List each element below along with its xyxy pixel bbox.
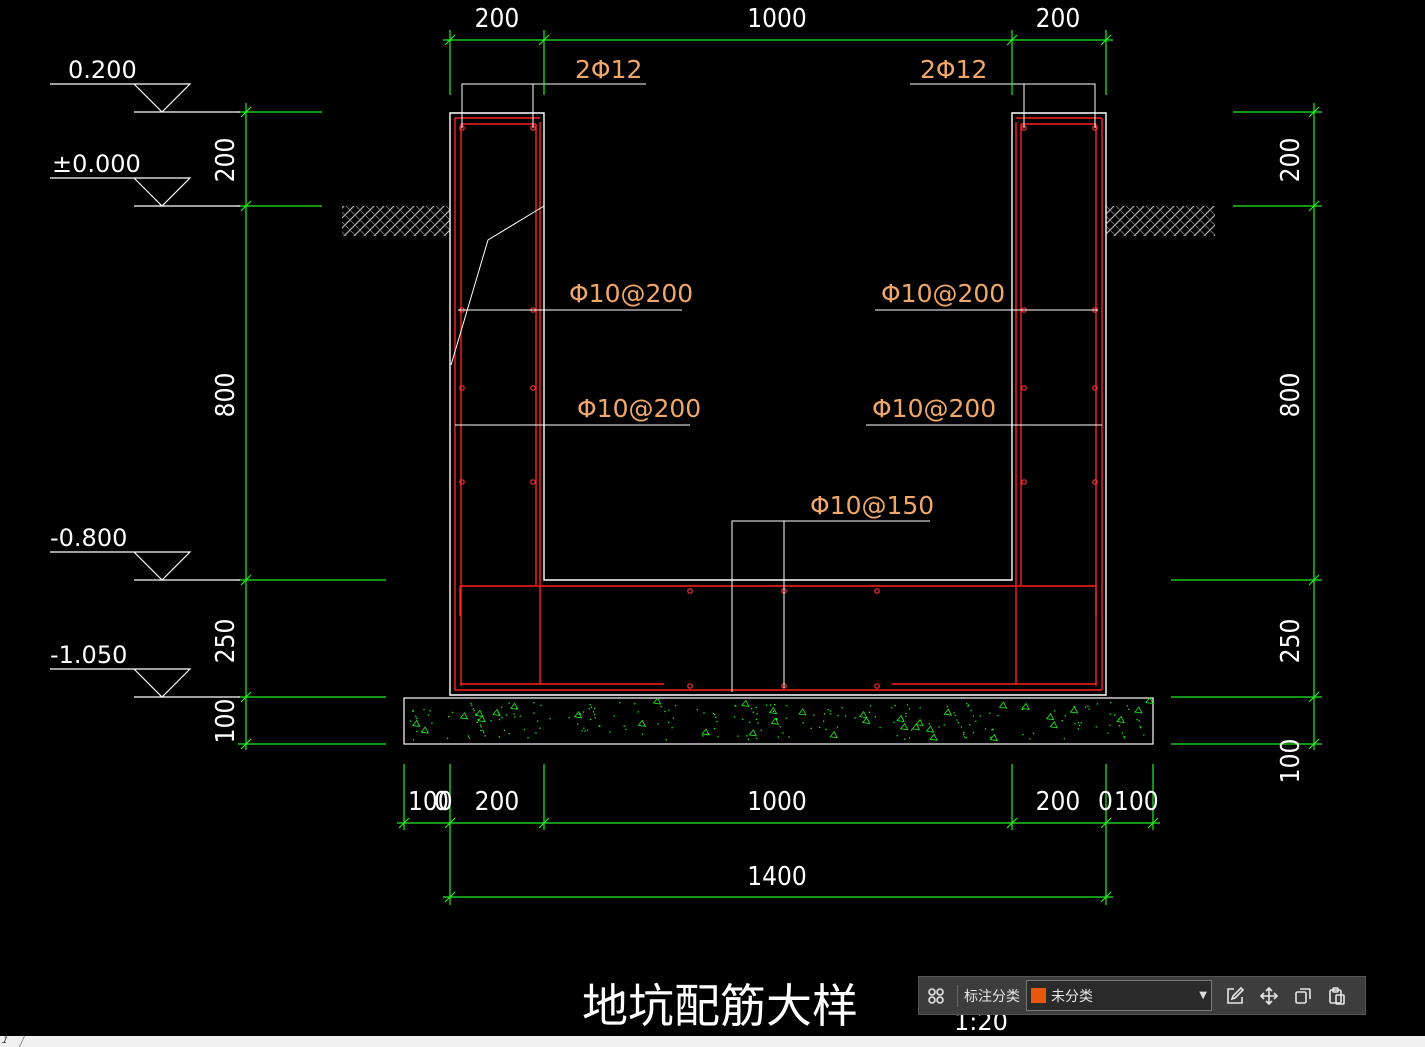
edit-icon[interactable]: [1218, 977, 1252, 1014]
toolbar-separator: [957, 984, 958, 1007]
dim-bottom-3: 200: [475, 787, 520, 817]
annotation-toolbar: 标注分类 未分类 ▼: [918, 976, 1366, 1015]
dim-top-3: 200: [1036, 4, 1081, 34]
concrete-bedding[interactable]: [403, 697, 1154, 745]
dim-bottom-7: 100: [1114, 787, 1159, 817]
rebar-lines[interactable]: [454, 117, 1103, 691]
dim-bottom-2: 0: [434, 787, 449, 817]
dim-right-4: 100: [1276, 739, 1306, 784]
dim-right-1: 200: [1276, 138, 1306, 183]
level-markers: [50, 83, 240, 698]
category-label: 标注分类: [964, 988, 1020, 1005]
rebar-label-wall-right-1[interactable]: Φ10@200: [881, 279, 1005, 308]
dimension-lines: [238, 30, 1322, 905]
layout-tab-strip: 1: [0, 1036, 1425, 1047]
level-label-4: -1.050: [50, 641, 127, 669]
rebar-label-top-right[interactable]: 2Φ12: [920, 55, 987, 84]
dim-left-4: 100: [211, 699, 241, 744]
rebar-label-wall-left-2[interactable]: Φ10@200: [577, 394, 701, 423]
dim-bottom-1: 100: [408, 787, 453, 817]
chevron-down-icon: ▼: [1199, 990, 1207, 1001]
dim-bottom-6: 0: [1098, 787, 1113, 817]
paste-icon[interactable]: [1320, 977, 1354, 1014]
dim-right-2: 800: [1276, 373, 1306, 418]
layout-tab[interactable]: 1: [0, 1036, 25, 1047]
level-label-1: 0.200: [68, 56, 137, 84]
dim-left-1: 200: [211, 138, 241, 183]
rebar-dots: [459, 125, 1098, 689]
layout-tab-label: 1: [0, 1036, 10, 1046]
drawing-title: 地坑配筋大样: [582, 979, 858, 1033]
soil-hatch-right: [1106, 206, 1215, 236]
dim-top-2: 1000: [747, 4, 807, 34]
dim-top-1: 200: [475, 4, 520, 34]
pit-outline[interactable]: [449, 112, 1107, 696]
dim-bottom-total: 1400: [747, 862, 807, 892]
rebar-label-base[interactable]: Φ10@150: [810, 491, 934, 520]
dim-left-3: 250: [211, 619, 241, 664]
soil-hatch-left: [342, 206, 450, 236]
copy-icon[interactable]: [1286, 977, 1320, 1014]
concrete-speckles: [410, 696, 1154, 742]
level-label-2: ±0.000: [52, 150, 141, 178]
grid-icon[interactable]: [919, 977, 953, 1014]
level-label-3: -0.800: [50, 524, 127, 552]
dim-bottom-4: 1000: [747, 787, 807, 817]
move-icon[interactable]: [1252, 977, 1286, 1014]
dim-left-2: 800: [211, 373, 241, 418]
leader-lines: [450, 83, 1102, 692]
category-color-swatch: [1031, 988, 1046, 1003]
rebar-label-top-left[interactable]: 2Φ12: [575, 55, 642, 84]
rebar-label-wall-left-1[interactable]: Φ10@200: [569, 279, 693, 308]
category-select-value: 未分类: [1051, 988, 1093, 1005]
dim-bottom-5: 200: [1036, 787, 1081, 817]
category-select[interactable]: 未分类 ▼: [1026, 980, 1212, 1011]
rebar-label-wall-right-2[interactable]: Φ10@200: [872, 394, 996, 423]
dim-right-3: 250: [1276, 619, 1306, 664]
